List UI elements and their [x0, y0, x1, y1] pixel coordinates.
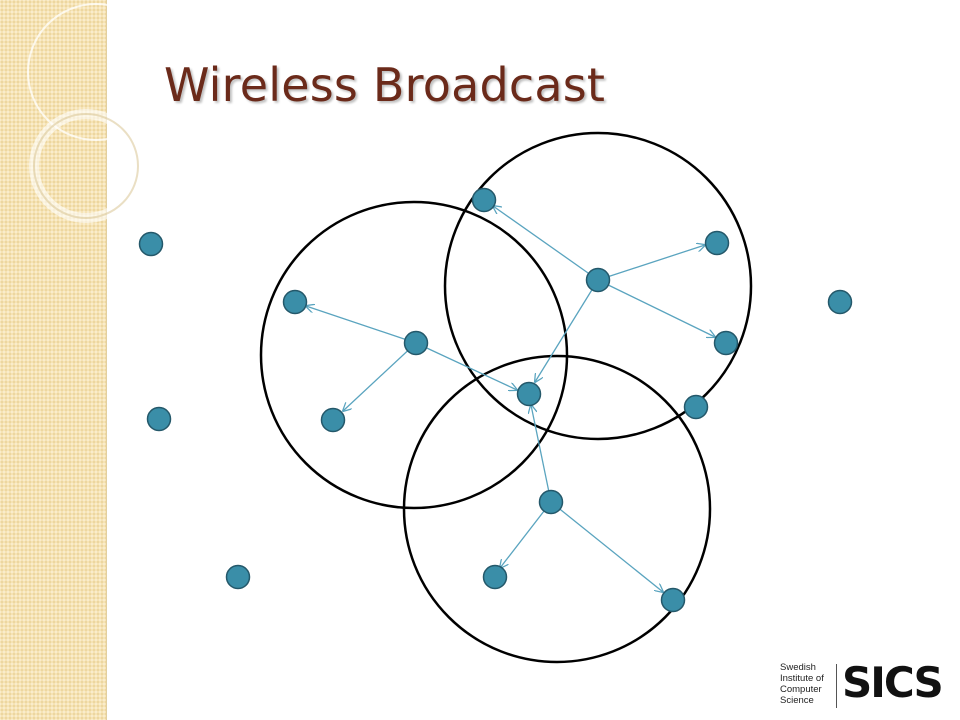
node: [225, 564, 251, 590]
logo-institute-name: Swedish Institute of Computer Science: [780, 662, 832, 706]
node: [683, 394, 709, 420]
arrow-bottom-to-node: [550, 501, 663, 592]
node: [704, 230, 730, 256]
broadcast-arrows: [306, 206, 715, 592]
slide-title: Wireless Broadcast: [164, 58, 606, 112]
decorative-ring-thick-outline: [33, 113, 139, 219]
decorative-rings: [27, 3, 165, 223]
arrow-left-to-node: [343, 342, 417, 411]
node: [482, 564, 508, 590]
sics-logo: Swedish Institute of Computer Science SI…: [780, 658, 950, 712]
node: [146, 406, 172, 432]
arrow-bottom-to-node: [531, 405, 552, 503]
node: [660, 587, 686, 613]
logo-line: Computer: [780, 684, 822, 695]
logo-divider: [836, 664, 837, 708]
logo-wordmark: SICS: [842, 658, 944, 707]
arrow-bottom-to-node: [500, 501, 552, 568]
arrow-topright-to-node: [493, 206, 599, 281]
arrow-left-to-node: [415, 342, 517, 390]
node: [282, 289, 308, 315]
broadcast-source-node-top-right: [585, 267, 611, 293]
decorative-ring-large: [27, 3, 165, 141]
arrow-topright-to-node: [597, 279, 715, 337]
node: [713, 330, 739, 356]
node: [827, 289, 853, 315]
arrow-left-to-node: [306, 306, 417, 344]
network-nodes: [138, 187, 853, 613]
broadcast-source-node-left: [403, 330, 429, 356]
node: [138, 231, 164, 257]
logo-line: Institute of: [780, 673, 824, 684]
range-circle-bottom: [402, 354, 712, 664]
broadcast-source-node-bottom: [538, 489, 564, 515]
range-circle-top-right: [443, 131, 753, 441]
logo-line: Swedish: [780, 662, 816, 673]
arrow-topright-to-node: [535, 279, 599, 382]
node: [471, 187, 497, 213]
node: [320, 407, 346, 433]
logo-line: Science: [780, 695, 814, 706]
node: [516, 381, 542, 407]
range-circle-left: [259, 200, 569, 510]
arrow-topright-to-node: [597, 245, 705, 281]
